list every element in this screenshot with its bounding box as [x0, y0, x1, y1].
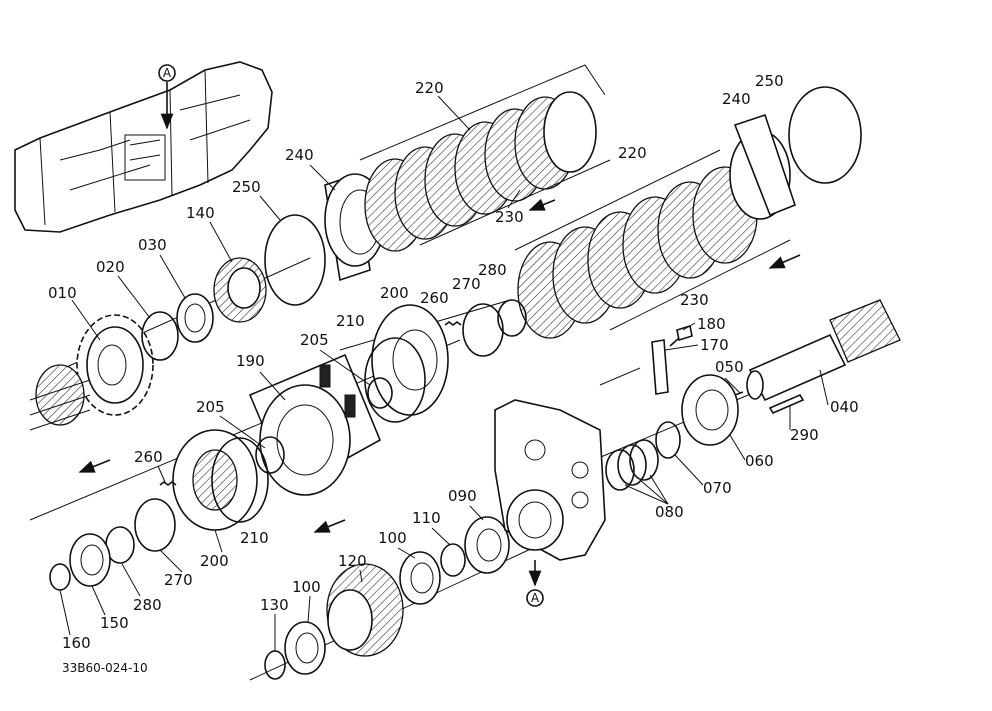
bolt-180	[669, 324, 693, 347]
bearing-100-right	[399, 551, 441, 605]
spring-260-lower	[159, 481, 177, 486]
retainer-270-lower	[134, 498, 176, 552]
clutch-pack-upper	[324, 64, 611, 282]
needle-bearing-140	[213, 257, 267, 323]
leader-lines	[59, 95, 829, 652]
label-100-right: 100	[378, 529, 407, 547]
direction-arrows	[78, 198, 801, 533]
reference-letter-top: A	[163, 66, 172, 80]
label-260-upper: 260	[420, 289, 449, 307]
label-090: 090	[448, 487, 477, 505]
label-270-lower: 270	[164, 571, 193, 589]
retainer-270-upper	[462, 303, 504, 357]
snap-ring-160	[49, 563, 71, 591]
label-210-upper: 210	[336, 312, 365, 330]
snap-ring-250-right	[788, 86, 862, 184]
input-shaft-stub	[29, 364, 91, 431]
label-230-lower: 230	[680, 291, 709, 309]
label-240-left: 240	[285, 146, 314, 164]
label-160: 160	[62, 634, 91, 652]
label-210-lower: 210	[240, 529, 269, 547]
label-205-lower: 205	[196, 398, 225, 416]
transmission-housing	[14, 61, 273, 233]
label-250-left: 250	[232, 178, 261, 196]
label-070: 070	[703, 479, 732, 497]
reference-marker-bottom: A	[526, 560, 544, 607]
drawing-number: 33B60-024-10	[62, 661, 148, 675]
label-120: 120	[338, 552, 367, 570]
spring-260-upper	[444, 321, 462, 326]
piston-200-upper	[371, 304, 449, 416]
center-housing	[494, 399, 606, 561]
label-100-left: 100	[292, 578, 321, 596]
label-190: 190	[236, 352, 265, 370]
bearing-100-left	[284, 621, 326, 675]
seal-205-upper	[367, 377, 393, 409]
snap-ring-020	[141, 311, 179, 361]
label-080: 080	[655, 503, 684, 521]
label-205-upper: 205	[300, 331, 329, 349]
label-150: 150	[100, 614, 129, 632]
bearing-030	[176, 293, 214, 343]
label-200-lower: 200	[200, 552, 229, 570]
label-270-upper: 270	[452, 275, 481, 293]
label-220-upper: 220	[415, 79, 444, 97]
label-290: 290	[790, 426, 819, 444]
snap-ring-280-upper	[497, 299, 527, 337]
label-110: 110	[412, 509, 441, 527]
label-170: 170	[700, 336, 729, 354]
gear-010	[76, 314, 154, 416]
label-220-lower: 220	[618, 144, 647, 162]
part-labels: 010 020 030 140 250 240 220 230 240 250 …	[48, 72, 859, 652]
piston-200-lower	[172, 429, 258, 531]
seal-210-lower	[211, 437, 269, 523]
gear-120	[326, 563, 404, 657]
reference-letter-bottom: A	[531, 591, 540, 605]
label-230-upper: 230	[495, 208, 524, 226]
seal-210-upper	[364, 337, 426, 423]
bearing-090	[464, 516, 510, 574]
plate-170	[651, 339, 669, 395]
bearing-150	[69, 533, 111, 587]
seal-rings-080	[605, 439, 659, 491]
label-250-right: 250	[755, 72, 784, 90]
reference-marker-top: A	[158, 64, 176, 130]
label-280-upper: 280	[478, 261, 507, 279]
label-040: 040	[830, 398, 859, 416]
label-240-right: 240	[722, 90, 751, 108]
label-200-upper: 200	[380, 284, 409, 302]
label-260-lower: 260	[134, 448, 163, 466]
label-140: 140	[186, 204, 215, 222]
clutch-pack-lower	[514, 113, 796, 339]
label-180: 180	[697, 315, 726, 333]
label-130: 130	[260, 596, 289, 614]
bearing-060	[681, 374, 739, 446]
label-050: 050	[715, 358, 744, 376]
snap-ring-250-left	[264, 214, 326, 306]
snap-ring-110	[440, 543, 466, 577]
snap-ring-070	[655, 421, 681, 459]
label-280-lower: 280	[133, 596, 162, 614]
key-290	[768, 393, 805, 415]
pin-050	[734, 391, 744, 396]
label-020: 020	[96, 258, 125, 276]
drum-190	[248, 353, 382, 496]
seal-205-lower	[255, 436, 285, 474]
label-060: 060	[745, 452, 774, 470]
label-010: 010	[48, 284, 77, 302]
shaft-040	[746, 299, 901, 402]
label-030: 030	[138, 236, 167, 254]
